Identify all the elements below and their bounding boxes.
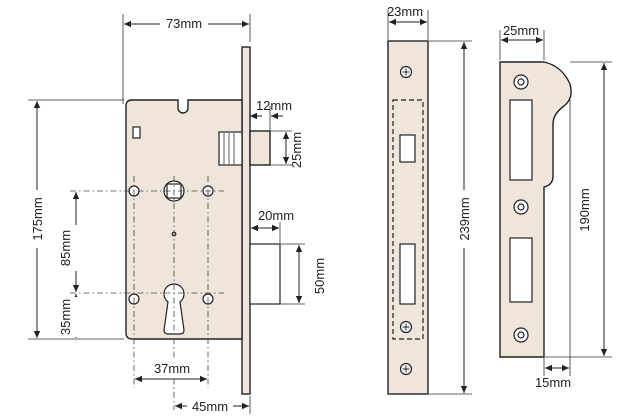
dim-latch-height: 25mm [270, 130, 304, 168]
dim-screw-spacing: 37mm [135, 360, 207, 383]
screw-top [399, 65, 413, 79]
dim-label-73mm: 73mm [166, 16, 202, 31]
dim-latch-projection: 12mm [250, 98, 292, 130]
dead-bolt [249, 243, 281, 305]
lock-case [125, 99, 243, 340]
dim-bolt-height: 50mm [280, 243, 327, 305]
dim-label-strike-25mm: 25mm [503, 23, 539, 38]
dim-label-239mm: 239mm [457, 197, 472, 240]
dim-faceplate-width: 23mm [387, 4, 429, 40]
strike-hole-bottom [513, 327, 529, 343]
dim-total-height: 175mm [28, 99, 124, 340]
lock-body-view [70, 46, 281, 410]
screw-middle [399, 320, 413, 334]
dim-cylinder-to-bottom: 35mm [58, 294, 82, 338]
dim-label-85mm: 85mm [58, 230, 73, 266]
dim-label-12mm: 12mm [256, 98, 292, 113]
forend-plate [241, 46, 251, 395]
dim-strike-lip: 15mm [535, 98, 571, 390]
dim-label-25mm: 25mm [289, 132, 304, 168]
case-outline-dashed [392, 99, 424, 340]
dim-backset: 45mm [175, 396, 251, 414]
dim-label-50mm: 50mm [312, 258, 327, 294]
strike-hole-top [513, 74, 529, 90]
dim-label-45mm: 45mm [192, 399, 228, 414]
dim-label-190mm: 190mm [577, 188, 592, 231]
euro-cylinder-cutout [163, 283, 185, 335]
bolt-aperture [399, 243, 416, 305]
dim-faceplate-height: 239mm [429, 40, 473, 395]
dim-label-23mm: 23mm [387, 4, 423, 19]
latch-aperture [399, 134, 416, 163]
dim-label-20mm: 20mm [258, 208, 294, 223]
screw-bottom [399, 362, 413, 376]
dim-label-37mm: 37mm [154, 361, 190, 376]
dim-label-175mm: 175mm [30, 197, 45, 240]
dim-case-width: 73mm [122, 14, 251, 104]
strike-aperture-latch [509, 99, 533, 181]
strike-hole-middle [513, 199, 529, 215]
faceplate-view [387, 40, 429, 395]
dim-handle-to-cylinder: 85mm [58, 192, 82, 292]
dim-bolt-projection: 20mm [251, 208, 294, 243]
case-marking [132, 126, 141, 139]
dim-label-35mm: 35mm [58, 299, 73, 335]
dim-strike-width: 25mm [499, 23, 545, 60]
dim-label-15mm: 15mm [535, 375, 571, 390]
latch-bolt [218, 130, 271, 166]
dim-strike-height: 190mm [545, 61, 612, 358]
faceplate [387, 40, 429, 395]
strike-aperture-bolt [509, 237, 533, 303]
strike-plate-view [499, 61, 572, 358]
